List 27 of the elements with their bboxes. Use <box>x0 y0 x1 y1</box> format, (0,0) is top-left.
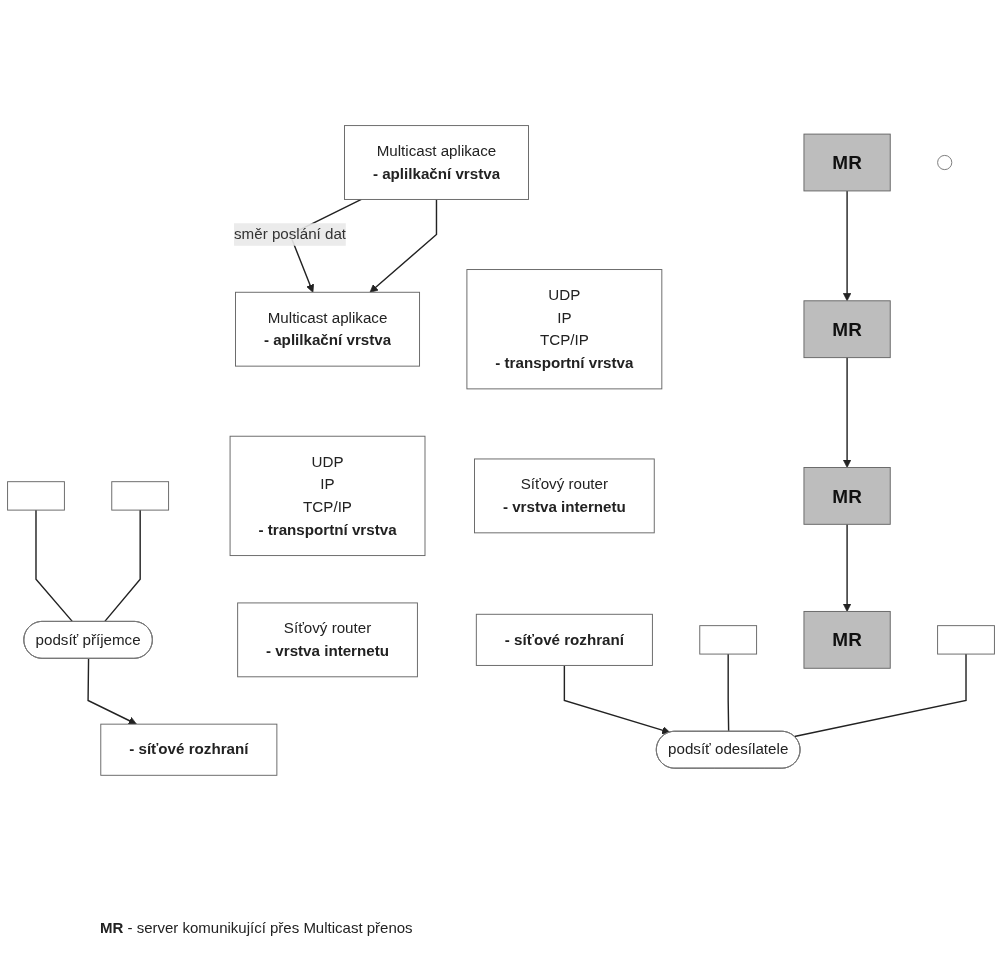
node-box: UDP IP TCP/IP - transportní vrstva <box>229 435 426 556</box>
node-box: MR <box>803 299 891 358</box>
node-ellipse <box>937 154 953 170</box>
arrow <box>369 198 438 293</box>
node-box <box>7 480 65 511</box>
node-box: Síťový router - vrstva internetu <box>474 458 655 533</box>
node-box: MR <box>803 466 891 525</box>
node-box: Síťový router - vrstva internetu <box>237 602 418 677</box>
node-box <box>111 480 170 511</box>
node-box: MR <box>803 610 891 669</box>
node-box <box>937 624 995 655</box>
node-box: MR <box>803 133 891 191</box>
arrow <box>842 356 852 468</box>
node-box: Multicast aplikace - aplilkační vrstva <box>344 124 529 200</box>
arrow <box>842 523 852 612</box>
arrow <box>842 189 852 301</box>
connector <box>793 652 967 737</box>
node-box: - síťové rozhraní <box>100 723 278 776</box>
node-box <box>699 624 758 655</box>
connector <box>727 652 730 732</box>
edge-label: směr poslání dat <box>234 225 347 242</box>
node-box: - síťové rozhraní <box>475 613 653 666</box>
arrow <box>87 657 137 725</box>
node-box: UDP IP TCP/IP - transportní vrstva <box>466 268 663 389</box>
legend-note: MR - server komunikující přes Multicast přenos <box>100 919 414 936</box>
arrow <box>563 664 671 734</box>
node-box: Multicast aplikace - aplilkační vrstva <box>235 291 421 367</box>
